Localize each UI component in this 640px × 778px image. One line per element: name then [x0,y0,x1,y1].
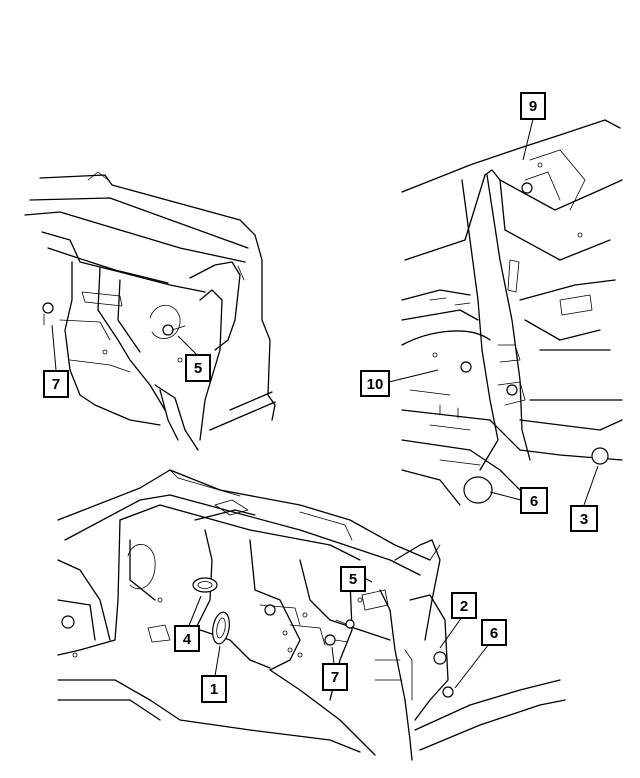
callout-5-bottom: 5 [340,566,366,592]
callout-6-bottom: 6 [481,619,507,646]
svg-text:3: 3 [580,511,588,528]
callout-7-bottom: 7 [322,663,348,691]
callout-6-top: 6 [520,487,548,514]
svg-text:6: 6 [530,493,538,510]
svg-text:7: 7 [331,669,339,686]
svg-text:5: 5 [194,360,202,377]
callout-1: 1 [201,675,227,703]
callout-3: 3 [570,505,598,532]
top-left-cowl-view [24,171,276,451]
svg-text:9: 9 [529,98,537,115]
svg-text:6: 6 [490,625,498,642]
callout-4: 4 [174,625,200,652]
callout-10: 10 [360,370,390,397]
svg-text:2: 2 [460,598,468,615]
svg-text:4: 4 [183,631,192,648]
top-right-pillar-floor-view [401,119,623,506]
leader-lines [51,118,599,689]
callout-5-top: 5 [185,354,211,382]
bottom-dash-panel-view [57,469,566,761]
callout-9: 9 [520,92,546,120]
svg-text:5: 5 [349,571,357,588]
svg-text:7: 7 [52,376,60,393]
svg-text:1: 1 [210,681,218,698]
callout-2: 2 [451,592,477,619]
svg-text:10: 10 [367,376,384,393]
callout-7-top: 7 [43,370,69,398]
